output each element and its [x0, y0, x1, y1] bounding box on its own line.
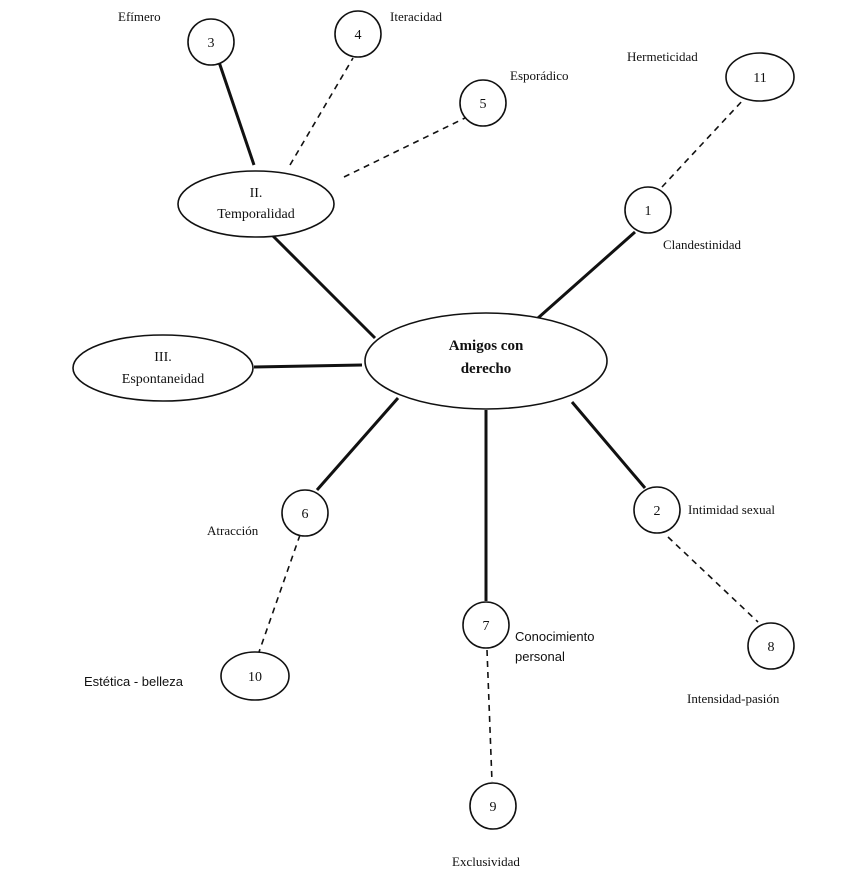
node-10-label: Estética - belleza [84, 674, 184, 689]
connector-1-11 [661, 98, 745, 188]
node-9-circle [469, 782, 517, 830]
connector-7-9 [486, 649, 493, 783]
node-8-label: Intensidad-pasión [687, 691, 780, 706]
category-espontaneidad: III. Espontaneidad [72, 334, 254, 402]
connector-temporalidad-4 [289, 57, 354, 166]
center-ellipse [364, 312, 608, 410]
node-5-label: Esporádico [510, 68, 568, 83]
node-7-label-line1: Conocimiento [515, 629, 595, 644]
node-2: 2 [633, 486, 681, 534]
connector-center-2 [570, 401, 647, 489]
node-5-number: 5 [480, 97, 487, 112]
node-3-circle [187, 18, 235, 66]
node-6-circle [281, 489, 329, 537]
node-3-number: 3 [208, 36, 215, 51]
temporalidad-ellipse [177, 170, 335, 238]
node-4-circle [334, 10, 382, 58]
connector-temporalidad-5 [343, 117, 466, 178]
connector-temporalidad-3 [217, 61, 256, 166]
espontaneidad-label-line2: Espontaneidad [122, 372, 204, 387]
node-7-circle [462, 601, 510, 649]
node-8: 8 [747, 622, 795, 670]
node-9: 9 [469, 782, 517, 830]
espontaneidad-ellipse [72, 334, 254, 402]
node-7: 7 [462, 601, 510, 649]
node-8-circle [747, 622, 795, 670]
node-1-number: 1 [645, 204, 652, 219]
node-5: 5 [459, 79, 507, 127]
connector-center-6 [315, 397, 400, 491]
node-6-number: 6 [302, 507, 309, 522]
center-label-line2: derecho [461, 361, 512, 377]
node-7-label-line2: personal [515, 649, 565, 664]
node-7-number: 7 [483, 619, 490, 634]
node-10-number: 10 [248, 670, 262, 685]
node-11-circle [725, 52, 795, 102]
category-temporalidad: II. Temporalidad [177, 170, 335, 238]
node-3: 3 [187, 18, 235, 66]
node-1-label: Clandestinidad [663, 237, 741, 252]
node-4-number: 4 [355, 28, 362, 43]
center-node: Amigos con derecho [364, 312, 608, 410]
connector-6-10 [258, 534, 301, 653]
connector-2-8 [667, 536, 759, 623]
connector-center-temporalidad [270, 233, 377, 340]
node-10: 10 [220, 651, 290, 701]
connector-center-1 [537, 230, 636, 320]
node-4-label: Iteracidad [390, 9, 442, 24]
espontaneidad-label-line1: III. [154, 350, 172, 365]
node-11: 11 [725, 52, 795, 102]
node-11-number: 11 [753, 71, 766, 86]
node-2-number: 2 [654, 504, 661, 519]
connectors [217, 57, 759, 783]
temporalidad-label-line2: Temporalidad [217, 207, 295, 222]
node-6-label: Atracción [207, 523, 259, 538]
node-8-number: 8 [768, 640, 775, 655]
node-4: 4 [334, 10, 382, 58]
node-1-circle [624, 186, 672, 234]
center-label-line1: Amigos con [449, 338, 524, 354]
node-11-label: Hermeticidad [627, 49, 698, 64]
temporalidad-label-line1: II. [250, 186, 263, 201]
node-10-circle [220, 651, 290, 701]
node-6: 6 [281, 489, 329, 537]
node-2-circle [633, 486, 681, 534]
node-9-label: Exclusividad [452, 854, 520, 869]
connector-center-espontaneidad [253, 363, 363, 369]
node-5-circle [459, 79, 507, 127]
node-9-number: 9 [490, 800, 497, 815]
node-1: 1 [624, 186, 672, 234]
node-2-label: Intimidad sexual [688, 502, 775, 517]
node-3-label: Efímero [118, 9, 161, 24]
